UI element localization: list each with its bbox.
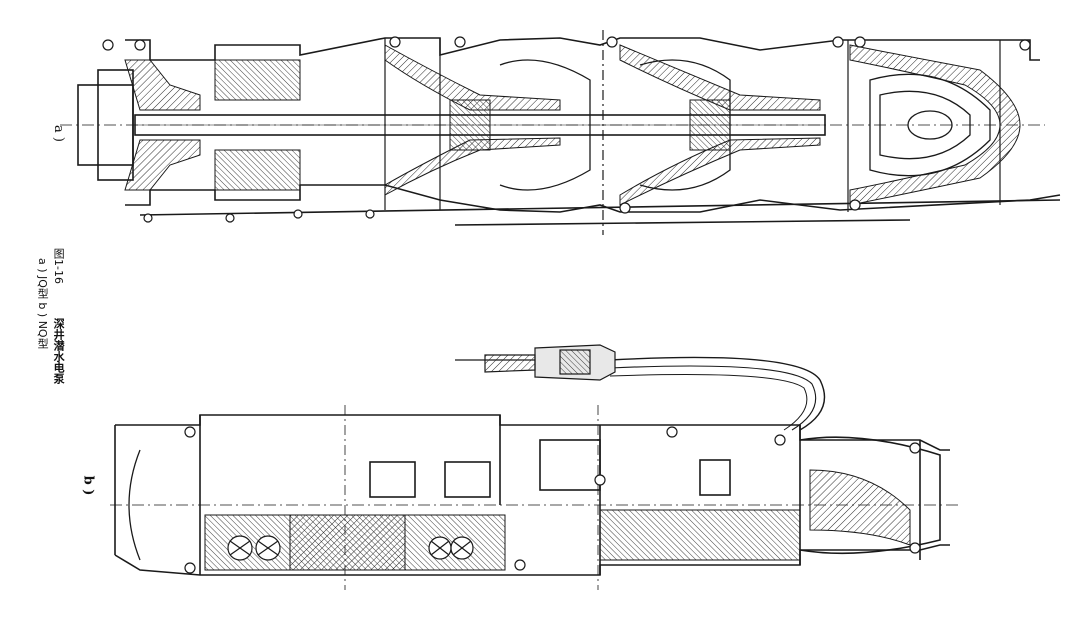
jq-hatched-sections bbox=[124, 44, 1021, 206]
figure-caption-number: 图1-16 bbox=[52, 248, 66, 284]
jq-impellers bbox=[499, 59, 991, 191]
jq-flanges bbox=[384, 30, 1001, 235]
figure-caption-title: 深井潜水电泵 bbox=[52, 318, 66, 384]
nq-motor-windings bbox=[204, 469, 911, 571]
nq-cable-plug bbox=[484, 344, 616, 381]
jq-bolts bbox=[102, 36, 1031, 223]
nq-bolts bbox=[184, 426, 921, 574]
nq-bearings bbox=[227, 535, 474, 561]
figure-subcaption: a ) JQ型 b ) NQ型 bbox=[36, 258, 50, 349]
